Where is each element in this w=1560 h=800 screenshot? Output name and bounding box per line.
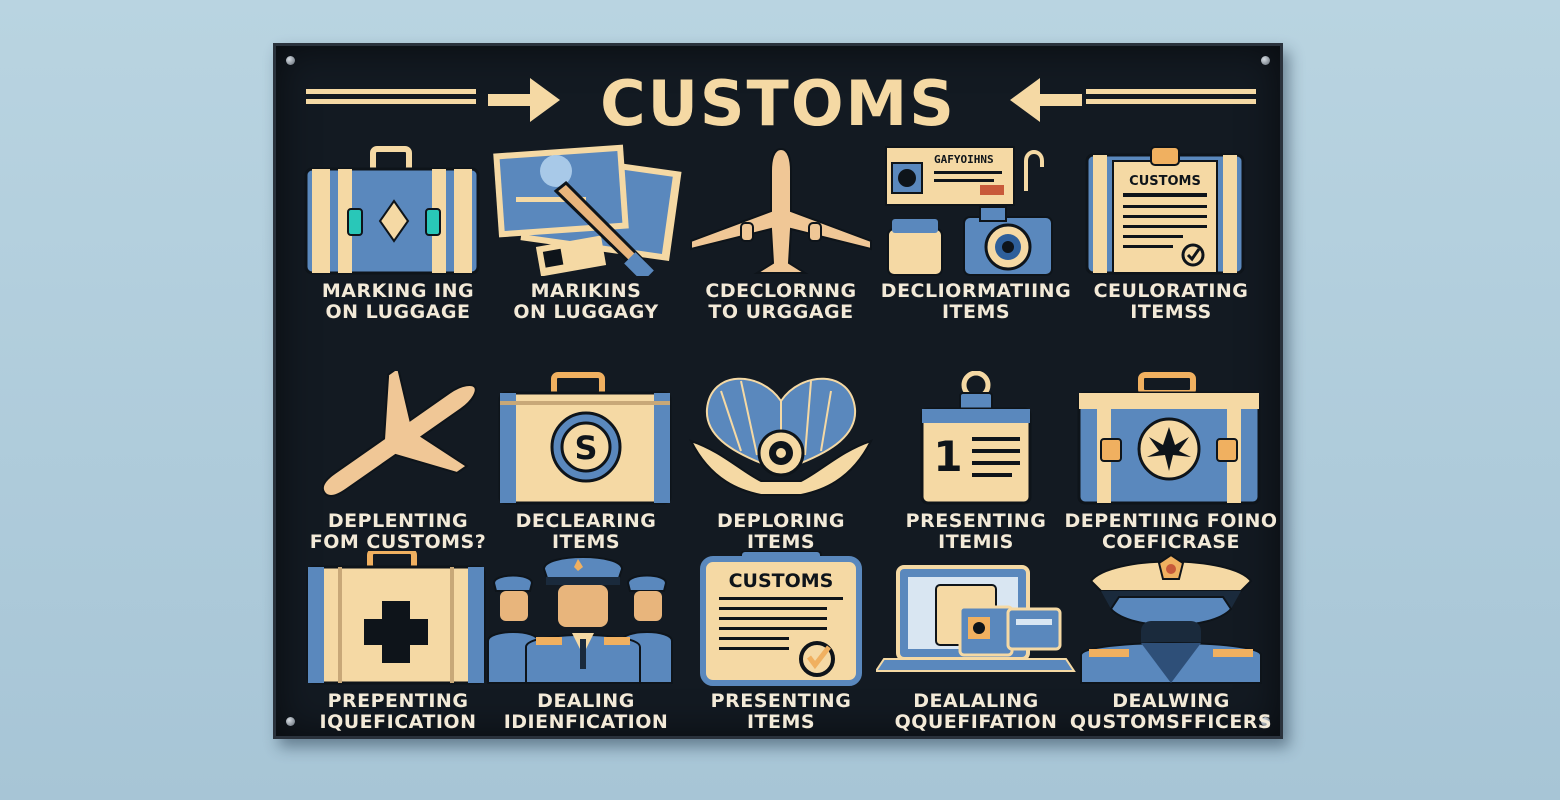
airplane-icon [321, 371, 477, 497]
label-line: DEPLORING [717, 510, 845, 532]
cell-deplenting: DEPLENTING FOM CUSTOMS? [298, 371, 498, 561]
label-line: ITEMS [746, 531, 816, 553]
label-line: ITEMS [941, 301, 1011, 323]
label-line: DEALING [537, 690, 635, 712]
label-line: DECLEARING [515, 510, 657, 532]
cell-label: DEALING IDIENFICATION [476, 691, 696, 733]
arrow-right-icon [488, 78, 560, 122]
cell-label: DEPLENTING FOM CUSTOMS? [288, 511, 508, 553]
laptop-cards-icon [876, 565, 1076, 672]
first-aid-case-icon [306, 551, 486, 685]
card-text: GAFYOIHNS [934, 153, 994, 166]
customs-clipboard-suitcase-icon: CUSTOMS [1085, 146, 1245, 275]
coin-suitcase-icon: S [498, 372, 672, 505]
cell-marking-luggage: MARKING ING ON LUGGAGE [298, 141, 498, 331]
cell-label: DEALWING QUSTOMSFFICERS [1061, 691, 1281, 733]
cell-label: PRESENTING ITEMIS [866, 511, 1086, 553]
right-rule [1086, 89, 1256, 115]
cell-marikins-luggagy: MARIKINS ON LUGGAGY [486, 141, 686, 331]
eagle-emblem-icon [689, 377, 873, 496]
suitcase-icon [304, 146, 480, 275]
officer-cap-icon [1080, 553, 1262, 684]
label-line: ITEMIS [938, 531, 1014, 553]
cell-label: DEALALING QQUEFIFATION [866, 691, 1086, 733]
badge-text: 1 [933, 432, 962, 481]
label-line: ITEMSS [1130, 301, 1212, 323]
label-line: ON LUGGAGE [325, 301, 471, 323]
leaf-suitcase-icon [1077, 372, 1261, 505]
label-line: DEPLENTING [327, 510, 469, 532]
label-line: DEPENTIING FOINO [1064, 510, 1278, 532]
customs-sign: CUSTOMS MARKING ING ON LUGGAGE [273, 43, 1283, 739]
label-line: DECLIORMATIING [880, 280, 1072, 302]
card-text: CUSTOMS [1129, 174, 1201, 189]
cell-prepenting: PREPENTING IQUEFICATION [298, 551, 498, 741]
sign-title: CUSTOMS [600, 67, 956, 140]
cell-label: DEPENTIING FOINO COEFICRASE [1061, 511, 1281, 553]
label-line: ITEMS [746, 711, 816, 733]
label-line: COEFICRASE [1101, 531, 1241, 553]
tag-icon: 1 [920, 371, 1032, 505]
cell-deploring: DEPLORING ITEMS [681, 371, 881, 561]
screw [1261, 56, 1270, 65]
cell-declearing: S DECLEARING ITEMS [486, 371, 686, 561]
cell-depentiing-foino: DEPENTIING FOINO COEFICRASE [1064, 371, 1277, 561]
label-line: IDIENFICATION [503, 711, 669, 733]
screw [286, 56, 295, 65]
screw [286, 717, 295, 726]
title-row: CUSTOMS [276, 64, 1280, 144]
screw [1261, 717, 1270, 726]
cell-label: PRESENTING ITEMS [671, 691, 891, 733]
customs-form-icon: CUSTOMS [700, 551, 862, 686]
left-rule [306, 89, 476, 115]
documents-stamp-icon [493, 144, 682, 276]
airplane-icon [690, 147, 872, 274]
officers-icon [487, 556, 673, 684]
cell-label: DEPLORING ITEMS [671, 511, 891, 553]
label-line: IQUEFICATION [319, 711, 477, 733]
cell-label: DECLIORMATIING ITEMS [866, 281, 1086, 323]
label-line: ITEMS [551, 531, 621, 553]
id-card-camera-icon: GAFYOIHNS [885, 146, 1053, 276]
cell-presenting-items: CUSTOMS PRESENTING ITEMS [681, 551, 881, 741]
cell-label: MARKING ING ON LUGGAGE [288, 281, 508, 323]
label-line: CEULORATING [1093, 280, 1249, 302]
cell-dealwing: DEALWING QUSTOMSFFICERS [1070, 551, 1272, 741]
label-line: MARKING ING [321, 280, 475, 302]
cell-dealing-idienfication: DEALING IDIENFICATION [486, 551, 686, 741]
label-line: PRESENTING [905, 510, 1047, 532]
label-line: QQUEFIFATION [894, 711, 1058, 733]
cell-dealaling: DEALALING QQUEFIFATION [876, 551, 1076, 741]
label-line: DEALWING [1112, 690, 1230, 712]
cell-decliormatiing: GAFYOIHNS DECLIORMATIING ITEMS [876, 141, 1076, 331]
label-line: ON LUGGAGY [513, 301, 659, 323]
arrow-left-icon [1010, 78, 1082, 122]
cell-label: DECLEARING ITEMS [476, 511, 696, 553]
cell-label: CEULORATING ITEMSS [1061, 281, 1281, 323]
label-line: TO URGGAGE [708, 301, 854, 323]
label-line: PREPENTING [327, 690, 469, 712]
label-line: DEALALING [913, 690, 1039, 712]
label-line: MARIKINS [530, 280, 642, 302]
label-line: CDECLORNNG [705, 280, 857, 302]
card-text: CUSTOMS [729, 570, 834, 592]
cell-label: MARIKINS ON LUGGAGY [476, 281, 696, 323]
cell-ceulorating: CUSTOMS CEULORATING ITEMSS [1071, 141, 1271, 331]
cell-label: PREPENTING IQUEFICATION [288, 691, 508, 733]
label-line: FOM CUSTOMS? [309, 531, 487, 553]
cell-label: CDECLORNNG TO URGGAGE [671, 281, 891, 323]
label-line: QUSTOMSFFICERS [1069, 711, 1273, 733]
cell-presenting-itemis: 1 PRESENTING ITEMIS [876, 371, 1076, 561]
label-line: PRESENTING [710, 690, 852, 712]
cell-declorning: CDECLORNNG TO URGGAGE [681, 141, 881, 331]
badge-text: S [574, 429, 597, 467]
